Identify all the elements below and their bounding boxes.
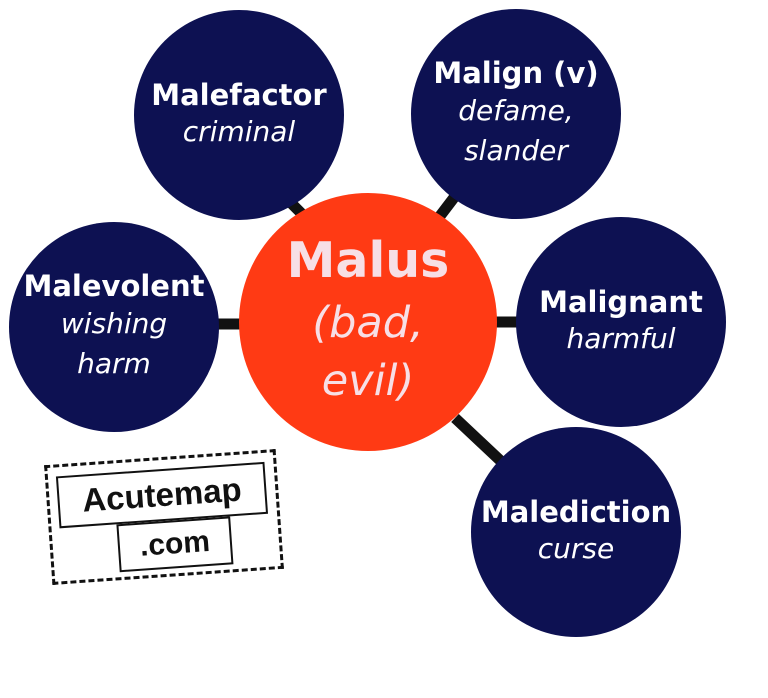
node-title: Malefactor [151,77,327,112]
logo-text-com: .com [116,516,234,573]
node-subtitle: harmful [566,321,676,355]
node-subtitle: curse [537,531,615,565]
node-subtitle: wishing harm [60,306,168,381]
node-title: Malevolent [23,269,205,304]
watermark-logo: Acutemap .com [44,449,284,585]
node-title: Malign (v) [433,56,599,91]
node-title: Malignant [539,284,703,319]
center-subtitle: (bad, evil) [312,297,424,406]
center-title: Malus [286,232,450,289]
node-malevolent: Malevolent wishing harm [9,222,219,432]
node-malefactor: Malefactor criminal [134,10,344,220]
node-subtitle: defame, slander [458,93,574,168]
connector-malediction [451,413,509,470]
node-title: Malediction [480,494,672,529]
node-malignant: Malignant harmful [516,217,726,427]
node-subtitle: criminal [182,114,296,148]
node-malign: Malign (v) defame, slander [411,9,621,219]
node-malediction: Malediction curse [471,427,681,637]
node-center-malus: Malus (bad, evil) [239,193,497,451]
